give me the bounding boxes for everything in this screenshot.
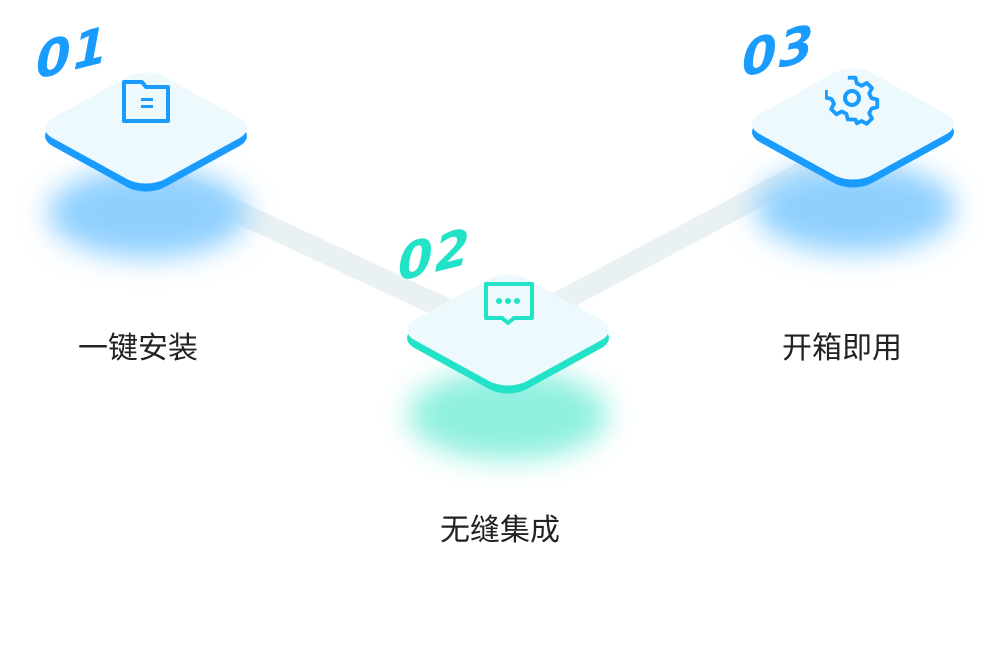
step-label-2: 无缝集成 (440, 513, 560, 548)
gear-icon (825, 75, 880, 126)
step-tile-1 (34, 60, 258, 200)
chat-icon (484, 282, 534, 325)
folder-icon (122, 80, 170, 123)
step-label-3: 开箱即用 (782, 331, 902, 366)
step-tile-2 (396, 262, 620, 402)
step-label-1: 一键安装 (78, 331, 198, 366)
step-tile-3 (741, 56, 965, 196)
